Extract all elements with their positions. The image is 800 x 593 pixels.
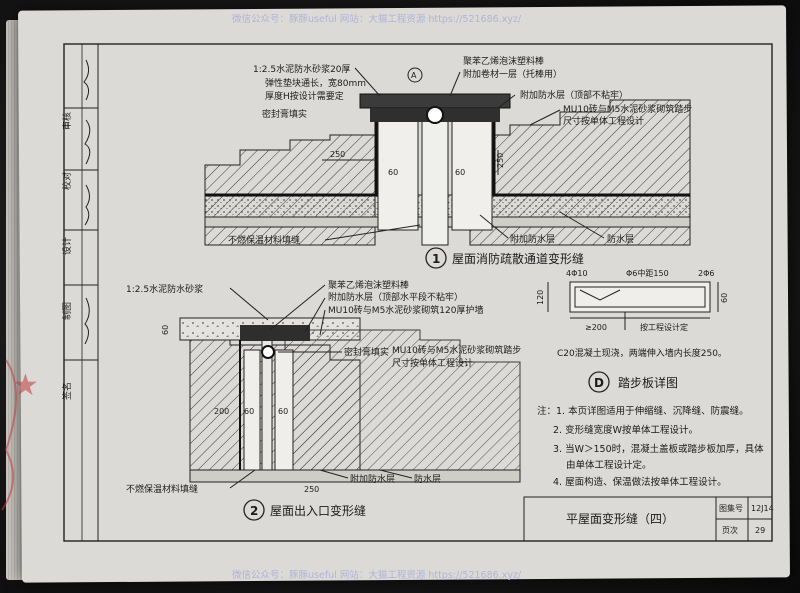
d2-label-7: 不燃保温材料填缝 [126, 483, 198, 495]
detail-d-letter: D [594, 376, 604, 390]
d1-label-6: 附加防水层（顶部不粘牢） [520, 89, 628, 101]
signature-3 [84, 184, 90, 226]
page-label: 页次 [722, 525, 738, 535]
step-plate-drawing [547, 281, 719, 330]
step-rebar-2phi6: 2Φ6 [698, 269, 714, 278]
d1-dim-60-left: 60 [388, 168, 398, 177]
d1-label-9: 不燃保温材料填缝 [228, 234, 300, 246]
d2-label-9: 防水层 [414, 473, 441, 485]
atlas-no-label: 图集号 [719, 503, 743, 513]
d2-dim-60-right: 60 [278, 407, 288, 416]
d2-label-0: 1:2.5水泥防水砂浆 [126, 283, 203, 295]
atlas-no-value: 12J14 [751, 504, 774, 513]
strip-label-2: 设计 [61, 237, 73, 255]
signature-1 [83, 59, 90, 101]
notes-line-4: 4. 屋面构造、保温做法按单体工程设计。 [553, 476, 727, 488]
d1-label-4: 聚苯乙烯泡沫塑料棒 [463, 55, 544, 67]
detail-1-number: 1 [432, 252, 440, 266]
d1-label-1: 弹性垫块通长，宽80mm [265, 77, 366, 89]
detail-2-title: 屋面出入口变形缝 [270, 503, 366, 518]
d2-dim-200: 200 [214, 407, 229, 416]
red-stamp: ★ [1, 359, 39, 511]
notes-line-3: 由单体工程设计定。 [566, 459, 652, 471]
d2-dim-60-vert: 60 [161, 325, 170, 335]
d2-label-1: 聚苯乙烯泡沫塑料棒 [328, 279, 409, 291]
d1-label-8: 尺寸按单体工程设计 [563, 115, 644, 127]
detail-1-drawing [204, 93, 691, 246]
d2-dim-60-left: 60 [244, 407, 254, 416]
strip-label-0: 审核 [61, 112, 73, 130]
step-rebar-4phi10: 4Φ10 [566, 269, 588, 278]
d1-dim-60-right: 60 [455, 168, 465, 177]
d2-label-4: 密封膏填实 [344, 346, 389, 358]
strip-label-3: 制图 [61, 302, 73, 320]
step-dim-200: ≥200 [585, 323, 607, 332]
watermark-top: 微信公众号：豚豚useful 网站：大猫工程资源 https://521686.… [232, 13, 522, 25]
step-dim-60: 60 [720, 293, 729, 303]
sheet-title: 平屋面变形缝（四） [566, 511, 674, 526]
d1-label-10: 附加防水层 [510, 233, 555, 245]
detail-2-number: 2 [250, 504, 258, 518]
d1-dim-250-right: 250 [496, 153, 505, 168]
d1-label-0: 1:2.5水泥防水砂浆20厚 [253, 63, 351, 75]
detail-2-labels: 1:2.5水泥防水砂浆 聚苯乙烯泡沫塑料棒 附加防水层（顶部水平段不粘牢） MU… [126, 279, 521, 495]
d2-label-8: 附加防水层 [350, 473, 395, 485]
d1-label-3: 密封膏填实 [262, 108, 307, 120]
detail-1-title: 屋面消防疏散通道变形缝 [452, 251, 584, 266]
drawing-frame [63, 43, 773, 542]
detail-1-number-circle [425, 247, 447, 269]
signature-2 [84, 119, 91, 165]
step-note-c20: C20混凝土现浇，两端伸入墙内长度250。 [557, 347, 727, 359]
notes-line-0: 注：1. 本页详图适用于伸缩缝、沉降缝、防震缝。 [537, 405, 749, 417]
d1-label-2: 厚度H按设计需要定 [265, 90, 344, 102]
step-dim-120: 120 [536, 290, 545, 305]
detail-1-labels: 1:2.5水泥防水砂浆20厚 弹性垫块通长，宽80mm 厚度H按设计需要定 密封… [228, 55, 692, 246]
d2-label-5: MU10砖与M5水泥砂浆砌筑踏步 [392, 344, 521, 356]
notes-block: 注：1. 本页详图适用于伸缩缝、沉降缝、防震缝。 2. 变形缝宽度W按单体工程设… [537, 405, 764, 488]
approval-strip: 审核 校对 设计 制图 签名 [61, 59, 98, 400]
step-rebar-phi6-150: Φ6中距150 [626, 268, 669, 278]
detail-2-drawing [179, 317, 521, 483]
detail-d-circle [588, 371, 610, 393]
strip-label-4: 签名 [61, 382, 73, 400]
page-value: 29 [755, 526, 765, 535]
notes-line-2: 3. 当W＞150时，混凝土盖板或踏步板加厚，具体 [553, 443, 764, 455]
notes-line-1: 2. 变形缝宽度W按单体工程设计。 [553, 424, 698, 436]
d2-label-2: 附加防水层（顶部水平段不粘牢） [328, 291, 463, 303]
d2-label-3: MU10砖与M5水泥砂浆砌筑120厚护墙 [328, 304, 483, 316]
d1-dim-250-left: 250 [330, 150, 345, 159]
watermark-bottom: 微信公众号：豚豚useful 网站：大猫工程资源 https://521686.… [232, 569, 522, 581]
signature-4 [84, 297, 90, 345]
title-block: 平屋面变形缝（四） 图集号 12J14 页次 29 [523, 496, 774, 542]
d1-label-5: 附加卷材一层（托棒用） [463, 68, 562, 80]
detail-2-number-circle [243, 499, 265, 521]
d2-dim-250: 250 [304, 485, 319, 494]
d1-section-ref: A [411, 71, 417, 80]
d2-label-6: 尺寸按单体工程设计 [392, 357, 473, 369]
d1-label-7: MU10砖与M5水泥砂浆砌筑踏步 [563, 103, 692, 115]
step-dim-design: 按工程设计定 [640, 322, 688, 332]
detail-d-title: 踏步板详图 [618, 375, 678, 390]
strip-label-1: 校对 [61, 172, 73, 190]
d1-label-11: 防水层 [607, 233, 634, 245]
